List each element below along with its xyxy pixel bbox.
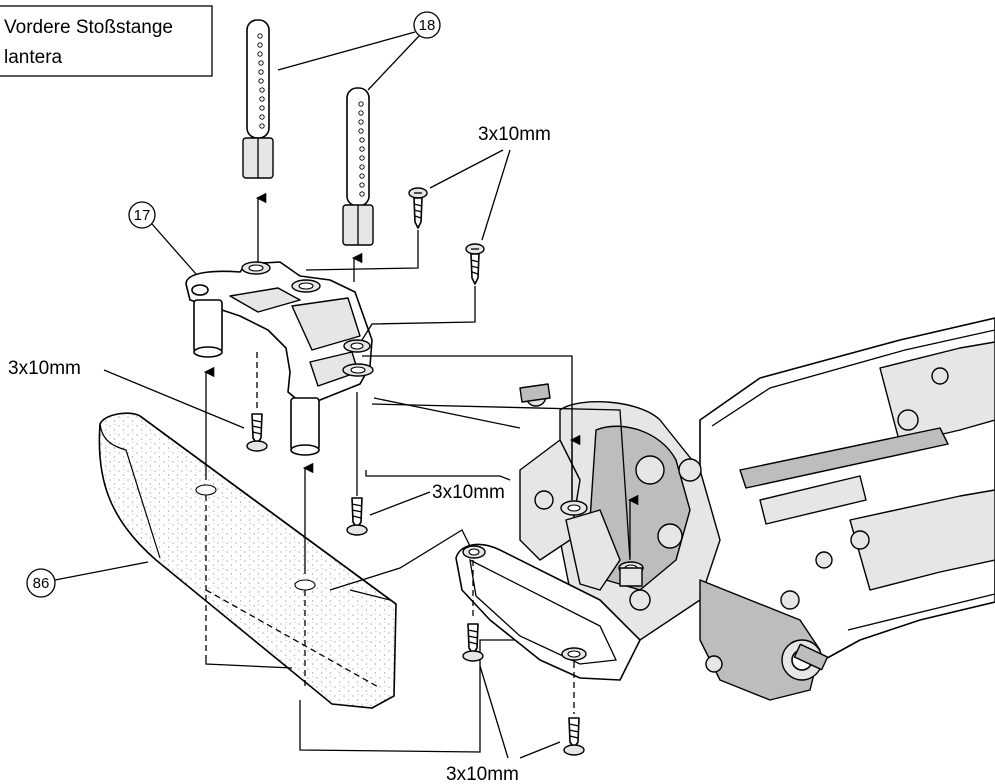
body-post-right (342, 87, 374, 246)
guide-foam-loop (205, 656, 293, 669)
dash-foam-cross (205, 589, 381, 689)
leader-screw-top-2 (481, 149, 511, 241)
leader-screw-center (369, 491, 431, 516)
guide-bottom-loop (299, 639, 570, 753)
guide-stay-chassis-1 (373, 397, 521, 429)
screw-label-bottom: 3x10mm (446, 764, 519, 784)
leader-screw-left (103, 369, 245, 429)
screw-top-1 (408, 187, 428, 229)
guide-foam-chassis (329, 529, 471, 591)
leader-17 (151, 223, 197, 275)
screw-label-top: 3x10mm (478, 124, 551, 145)
screw-bottom-left (462, 623, 484, 662)
part-86-number: 86 (33, 575, 50, 592)
title-line-1: Vordere Stoßstange (4, 17, 173, 38)
part-17-number: 17 (134, 207, 151, 224)
bumper-stay (185, 261, 374, 456)
chassis (455, 317, 995, 701)
guide-stay-chassis-3 (371, 403, 631, 561)
screw-label-left: 3x10mm (8, 358, 81, 379)
guide-foam-chassis-2 (349, 589, 391, 601)
leader-18-left (277, 31, 416, 71)
body-post-left (242, 19, 274, 179)
leader-screw-bottom-left (479, 665, 509, 759)
foam-bumper (98, 412, 397, 709)
part-18-number: 18 (419, 17, 436, 34)
screw-center (346, 497, 368, 536)
leader-screw-top-1 (429, 149, 504, 189)
guide-stay-chassis-4 (365, 470, 511, 481)
part-86-callout: 86 (26, 561, 149, 598)
screw-left (246, 413, 268, 452)
title-line-2: lantera (4, 47, 63, 68)
screw-top-2 (465, 243, 485, 285)
screw-bottom-right (563, 717, 585, 756)
leader-86 (54, 561, 149, 581)
part-18-callout: 18 (277, 11, 441, 91)
screw-label-center: 3x10mm (432, 482, 505, 503)
guide-screw-2 (361, 286, 476, 341)
title-box: Vordere Stoßstange lantera (0, 5, 213, 77)
part-17-callout: 17 (128, 201, 197, 275)
guide-screw-1 (305, 230, 419, 271)
leader-18-right (367, 35, 420, 91)
leader-screw-bottom-right (519, 741, 561, 759)
